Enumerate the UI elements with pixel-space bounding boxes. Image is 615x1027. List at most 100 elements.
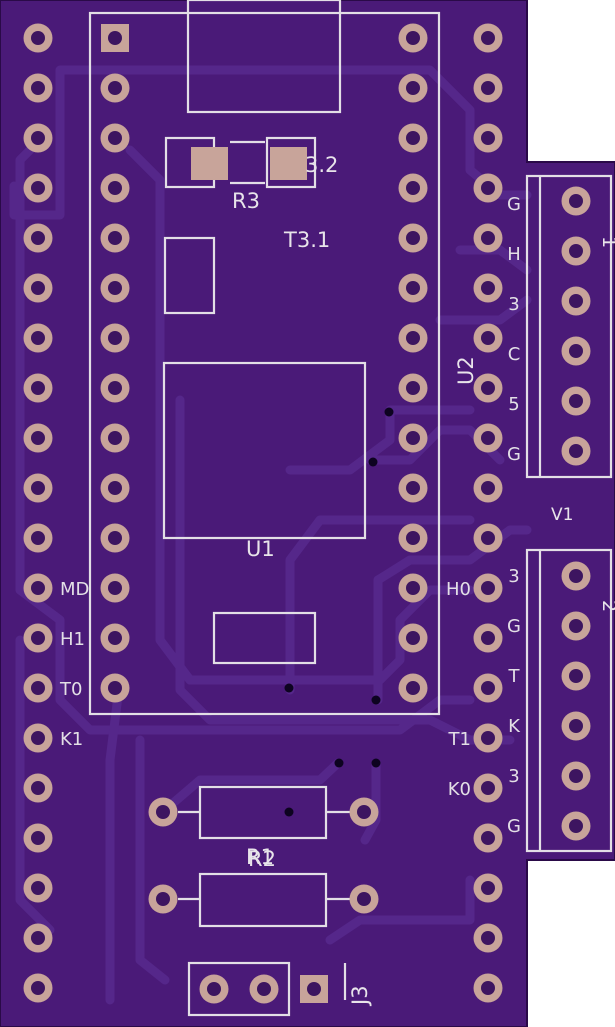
left-edge-pad (23, 273, 53, 303)
u1-right-pad (398, 73, 428, 103)
r3-label: R3 (232, 189, 260, 213)
left-edge-pad (23, 223, 53, 253)
via (371, 695, 381, 705)
right-edge-pad (473, 823, 503, 853)
right-edge-pad (473, 473, 503, 503)
u1-right-pad (398, 173, 428, 203)
j3-pad (199, 974, 229, 1004)
connector-top-pin-label: 3 (508, 294, 519, 315)
connector-bottom-pin-label: 3 (508, 766, 519, 787)
u1-outline (88, 11, 441, 716)
connector-bottom-pin-label: G (507, 616, 521, 637)
left-edge-pad (23, 923, 53, 953)
left-edge-pad (23, 623, 53, 653)
left-edge-pad (23, 173, 53, 203)
u2-header-outline (525, 174, 613, 479)
left-edge-pad (23, 423, 53, 453)
u1-left-pad (101, 24, 129, 52)
left-pin-label: K1 (60, 729, 83, 750)
u1-left-pad (100, 323, 130, 353)
u1-left-pad (100, 623, 130, 653)
left-edge-pad (23, 373, 53, 403)
r3-pad-left (191, 147, 228, 180)
u2-header-pad (561, 286, 591, 316)
left-edge-pad (23, 323, 53, 353)
copper-traces (9, 65, 532, 1005)
u1-left-pad (100, 373, 130, 403)
left-edge-pad (23, 23, 53, 53)
right-pin-label: T1 (448, 729, 471, 750)
r1-pad (148, 797, 178, 827)
r2-pad (349, 884, 379, 914)
via (284, 807, 294, 817)
u1-right-pad (398, 673, 428, 703)
right-edge-pad (473, 323, 503, 353)
u1-right-pad (398, 623, 428, 653)
connector-top-pin-label: G (507, 194, 521, 215)
v1-header-outline (525, 548, 613, 853)
j3-pad (300, 975, 328, 1003)
right-edge-pad (473, 573, 503, 603)
r2-pad (148, 884, 178, 914)
j3-label: J3 (348, 985, 372, 1007)
via (384, 407, 394, 417)
connector-bottom-pin-label: G (507, 816, 521, 837)
small-ic-outline (163, 236, 216, 315)
right-edge-pad (473, 173, 503, 203)
silkscreen-labels: R3 3.2 T3.1 U1 R1 R2 U2 J3 V1 1 2 (232, 153, 615, 1007)
right-edge-pad (473, 873, 503, 903)
u1-left-pad (100, 223, 130, 253)
connector-top-pin-label: H (507, 244, 521, 265)
u1-right-pad (398, 223, 428, 253)
smd-pads (191, 147, 307, 180)
via (284, 683, 294, 693)
left-edge-pad (23, 723, 53, 753)
via (371, 758, 381, 768)
u1-right-pad (398, 123, 428, 153)
t32-label: 3.2 (305, 153, 338, 177)
v1-label: V1 (551, 505, 573, 525)
t31-label: T3.1 (283, 228, 330, 252)
j3-outline (187, 961, 291, 1017)
u1-left-pad (100, 423, 130, 453)
vias-layer (284, 407, 394, 817)
u2-header-pad (561, 386, 591, 416)
right-edge-pad (473, 373, 503, 403)
right-pin-label: K0 (448, 779, 471, 800)
v1-header-pad (561, 561, 591, 591)
v1-header-pad (561, 761, 591, 791)
u2-header-pad (561, 186, 591, 216)
right-edge-pad (473, 623, 503, 653)
u1-right-pad (398, 573, 428, 603)
left-pin-label: H1 (60, 629, 85, 650)
u1-left-pad (100, 473, 130, 503)
mcu-outline (162, 361, 367, 540)
r2-label: R2 (248, 847, 276, 871)
r3-outline-right (265, 136, 317, 189)
u2-label: U2 (454, 356, 478, 385)
connector-bottom-pin-label: K (508, 716, 521, 737)
u1-left-pad (100, 73, 130, 103)
u1-left-pad (100, 273, 130, 303)
header-top-number: 1 (598, 236, 615, 248)
left-pin-label: T0 (59, 679, 82, 700)
right-edge-pad (473, 423, 503, 453)
connector-top-pin-label: 5 (508, 394, 519, 415)
right-edge-pad (473, 673, 503, 703)
resistor-leads (178, 810, 350, 901)
usb-outline (186, 0, 342, 114)
header-bottom-number: 2 (598, 600, 615, 612)
v1-header-pad (561, 611, 591, 641)
left-edge-pad (23, 73, 53, 103)
right-edge-pad (473, 523, 503, 553)
u1-left-pad (100, 523, 130, 553)
v1-header-pad (561, 811, 591, 841)
left-edge-pad (23, 873, 53, 903)
u1-right-pad (398, 23, 428, 53)
right-edge-pad (473, 923, 503, 953)
u1-right-pad (398, 323, 428, 353)
connector-top-pin-label: C (508, 344, 521, 365)
